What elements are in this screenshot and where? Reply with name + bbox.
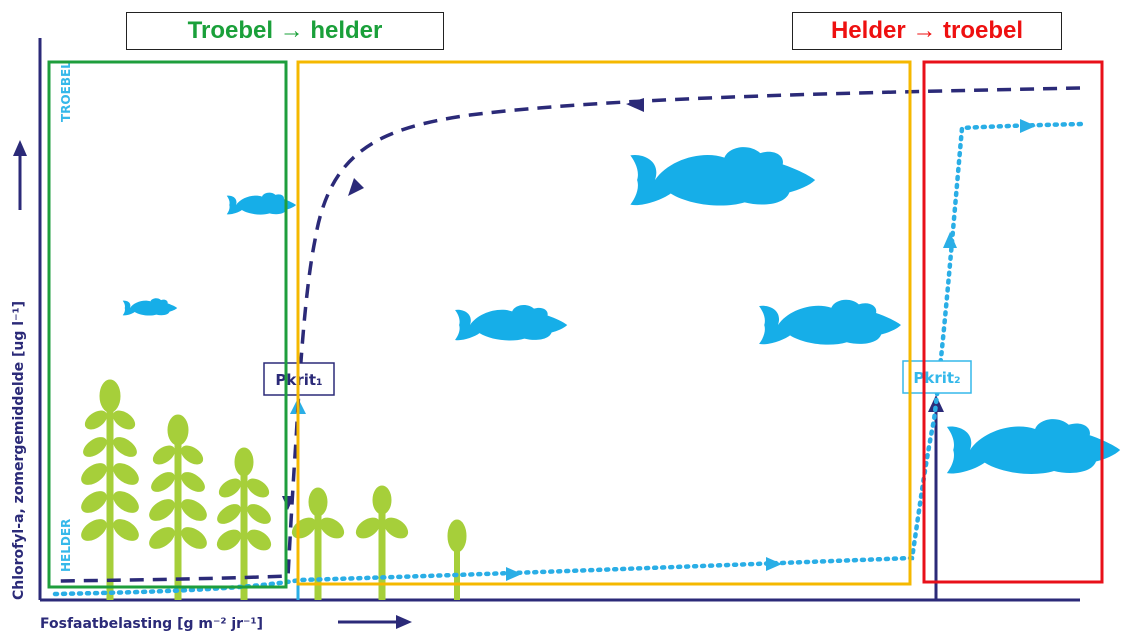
dashed-curve-arrow — [626, 98, 644, 112]
state-label-troebel: TROEBEL — [59, 61, 73, 122]
fish-icon — [455, 305, 568, 341]
fish-icon — [759, 299, 901, 345]
dotted-curve — [52, 121, 1085, 597]
axes — [13, 38, 1080, 629]
pkrit2-text: Pkrit₂ — [913, 369, 960, 387]
green-highlight-box — [47, 60, 288, 589]
x-axis-label: Fosfaatbelasting [g m⁻² jr⁻¹] — [40, 616, 263, 632]
yellow-highlight-box — [296, 60, 912, 586]
fish-group — [122, 147, 1121, 474]
header-helder-troebel: Helder → troebel — [792, 12, 1062, 50]
plant-short-3 — [447, 519, 467, 600]
plants — [81, 379, 467, 600]
fish-icon — [630, 147, 816, 206]
dashed-curve-arrow — [348, 178, 364, 196]
red-highlight-box — [922, 60, 1104, 584]
y-axis-arrow-head — [13, 140, 27, 156]
fish-icon — [946, 419, 1121, 474]
plant-tall-2 — [149, 414, 207, 600]
dotted-curve-arrow — [506, 567, 522, 581]
dashed-curve — [54, 86, 1081, 583]
plant-tall-1 — [81, 379, 139, 600]
dotted-curve-arrow — [1020, 119, 1036, 133]
dotted-curve-arrow — [766, 557, 782, 571]
header-troebel-helder: Troebel → helder — [126, 12, 444, 50]
x-axis-arrow-head — [396, 615, 412, 629]
plant-tall-3 — [216, 447, 272, 600]
dotted-curve-arrow — [943, 232, 957, 248]
y-axis-label: Chlorofyl-a, zomergemiddelde [ug l⁻¹] — [11, 301, 27, 600]
state-label-helder: HELDER — [59, 519, 73, 572]
fish-icon — [122, 298, 178, 316]
pkrit2-label: Pkrit₂ — [902, 360, 972, 394]
